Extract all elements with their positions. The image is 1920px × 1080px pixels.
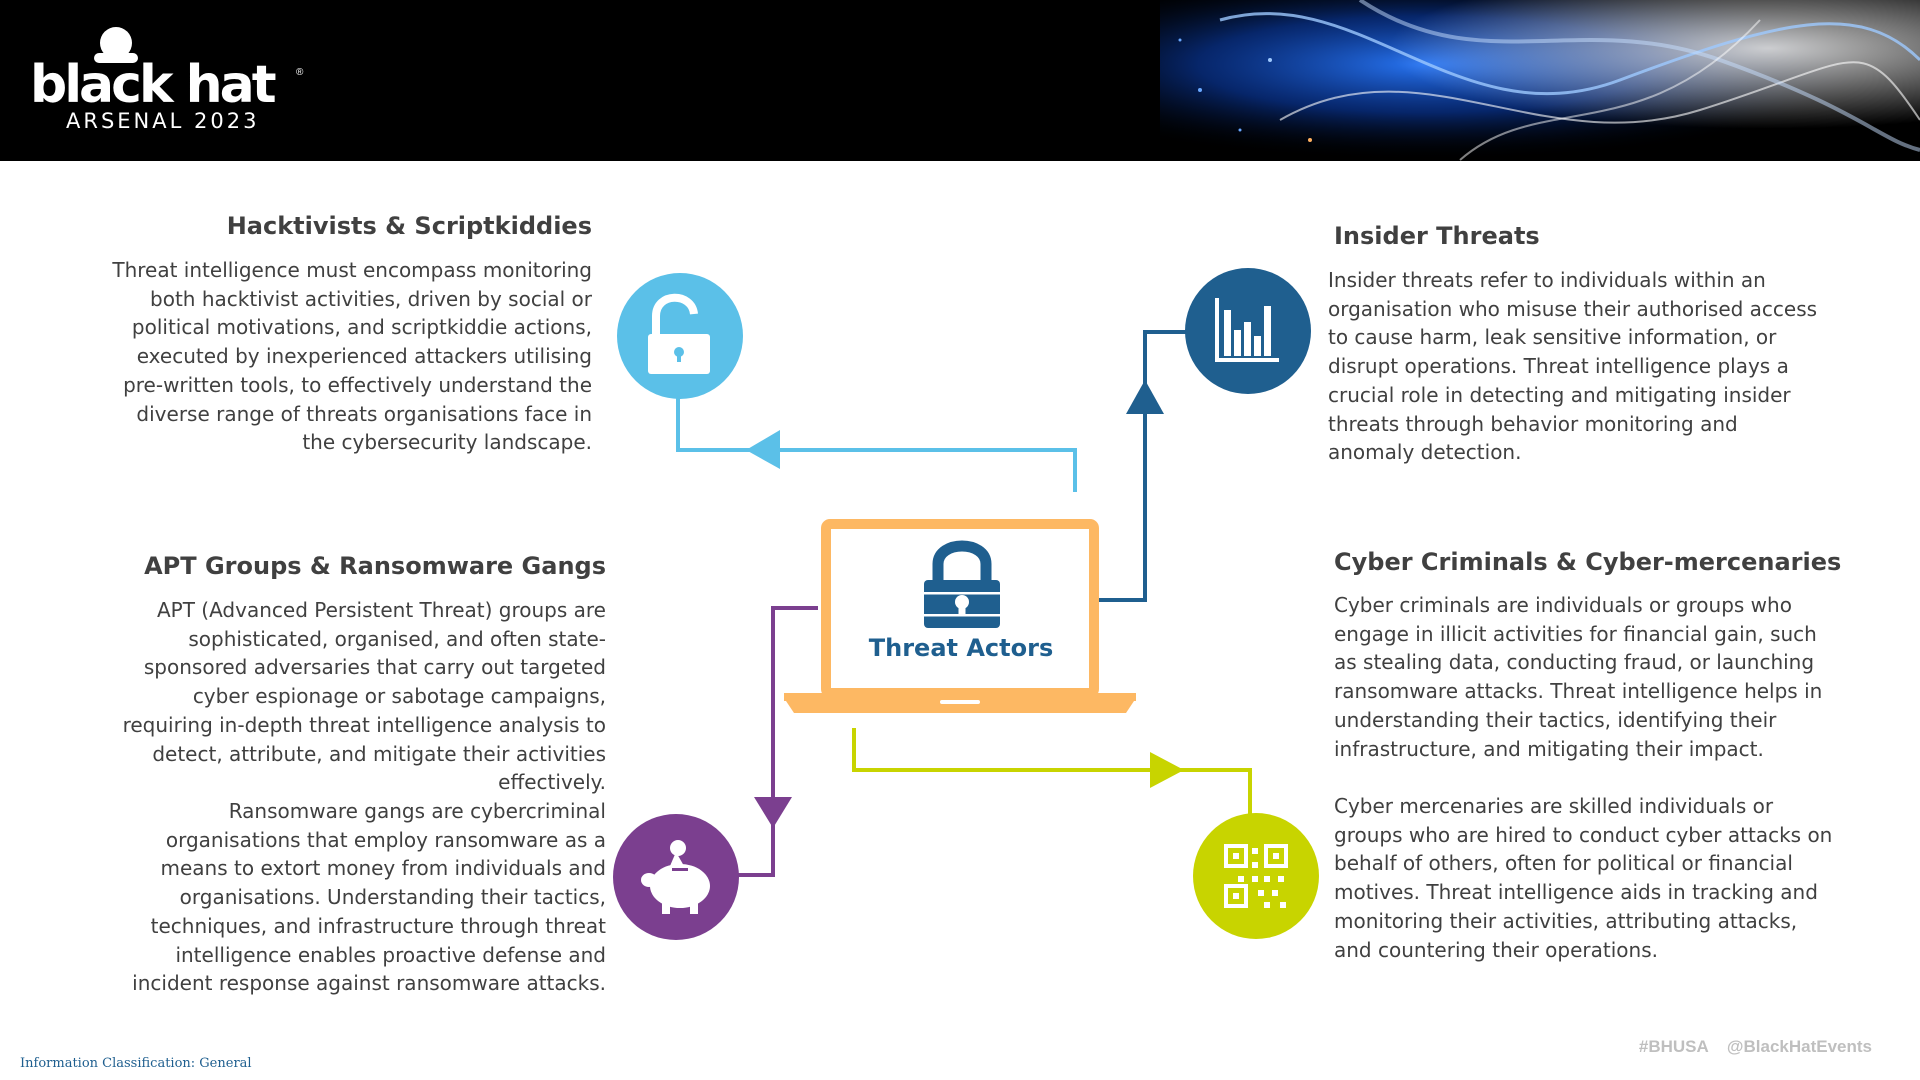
handle-text: @BlackHatEvents — [1726, 1037, 1872, 1056]
piggy-bank-icon — [613, 814, 739, 940]
insider-text: Insider threats refer to individuals wit… — [1328, 268, 1818, 465]
hacktivists-text: Threat intelligence must encompass monit… — [112, 258, 592, 455]
apt-text-1: APT (Advanced Persistent Threat) groups … — [122, 598, 606, 795]
criminals-text-1: Cyber criminals are individuals or group… — [1334, 593, 1823, 761]
qr-code-icon — [1193, 813, 1319, 939]
insider-title: Insider Threats — [1334, 222, 1540, 250]
bar-chart-icon — [1185, 268, 1311, 394]
criminals-text-2: Cyber mercenaries are skilled individual… — [1334, 794, 1833, 962]
unlocked-padlock-icon — [617, 273, 743, 399]
padlock-icon — [924, 540, 1000, 628]
connector-insider — [1098, 330, 1190, 602]
threat-actors-label: Threat Actors — [868, 634, 1054, 662]
black-hat-logo: black hat ® ARSENAL 2023 — [30, 25, 330, 135]
logo-wordmark: black hat — [30, 55, 277, 115]
logo-registered: ® — [296, 67, 304, 78]
hat-icon — [94, 27, 138, 63]
logo-subtitle: ARSENAL 2023 — [66, 109, 260, 133]
connector-hacktivists — [676, 395, 1077, 492]
hashtag-text: #BHUSA — [1638, 1037, 1709, 1056]
connector-criminals — [852, 728, 1252, 815]
hacktivists-title: Hacktivists & Scriptkiddies — [226, 212, 592, 240]
apt-title: APT Groups & Ransomware Gangs — [144, 552, 606, 580]
information-classification: Information Classification: General — [20, 1056, 252, 1071]
connector-apt — [738, 606, 818, 877]
footer-social: #BHUSA @BlackHatEvents — [1625, 1037, 1872, 1057]
header-banner: black hat ® ARSENAL 2023 — [0, 0, 1920, 161]
banner-artwork — [1160, 0, 1920, 161]
criminals-title: Cyber Criminals & Cyber-mercenaries — [1334, 548, 1842, 576]
apt-text-2: Ransomware gangs are cybercriminal organ… — [132, 799, 606, 996]
